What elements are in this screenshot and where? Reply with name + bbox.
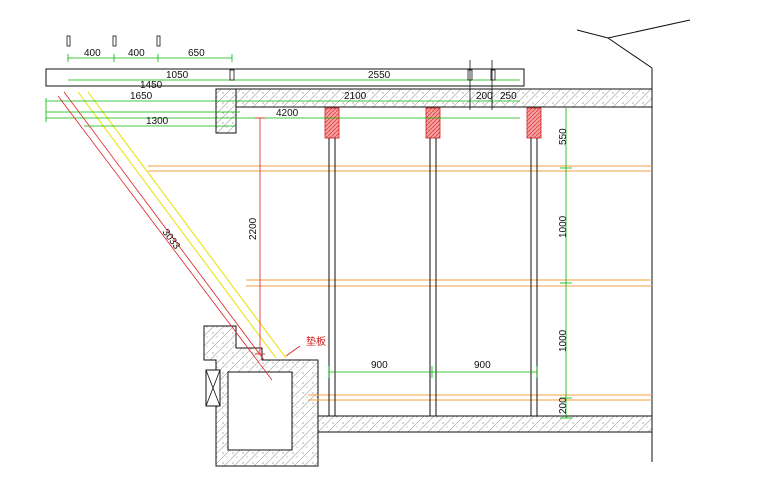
dim-1000-a: 1000	[558, 215, 569, 238]
box-culvert	[203, 325, 319, 467]
pad-label: 垫板	[306, 335, 326, 348]
dim-650: 650	[188, 48, 205, 59]
dim-400-a: 400	[84, 48, 101, 59]
dim-4200: 4200	[276, 108, 299, 119]
dim-2550: 2550	[368, 70, 391, 81]
bottom-slab	[317, 415, 653, 433]
shore-2	[425, 107, 441, 416]
dim-200-side: 200	[558, 397, 569, 414]
dim-1050: 1050	[166, 70, 189, 81]
dim-250: 250	[500, 91, 517, 102]
red-dimension-lines	[57, 95, 301, 381]
dim-1000-b: 1000	[558, 329, 569, 352]
dim-1650: 1650	[130, 91, 153, 102]
slab-lines	[148, 165, 652, 401]
dim-900-a: 900	[371, 360, 388, 371]
diagonal-strut	[63, 91, 287, 361]
dim-2200: 2200	[248, 217, 259, 240]
dim-400-b: 400	[128, 48, 145, 59]
vertical-shores	[324, 107, 542, 416]
anchor-bolts	[66, 35, 496, 110]
dim-900-b: 900	[474, 360, 491, 371]
dim-200-top: 200	[476, 91, 493, 102]
shore-1	[324, 107, 340, 416]
bottom-dimension-lines	[328, 366, 538, 378]
dim-2100: 2100	[344, 91, 367, 102]
dim-550: 550	[558, 128, 569, 145]
top-dimension-lines	[45, 54, 520, 127]
top-slab	[215, 88, 653, 134]
dim-1450: 1450	[140, 80, 163, 91]
top-steel-beam	[45, 68, 525, 87]
roof-outline	[576, 19, 691, 90]
dim-3033: 3033	[160, 227, 182, 252]
shore-3	[526, 107, 542, 416]
right-dimension-lines	[560, 108, 572, 419]
dim-1300: 1300	[146, 116, 169, 127]
